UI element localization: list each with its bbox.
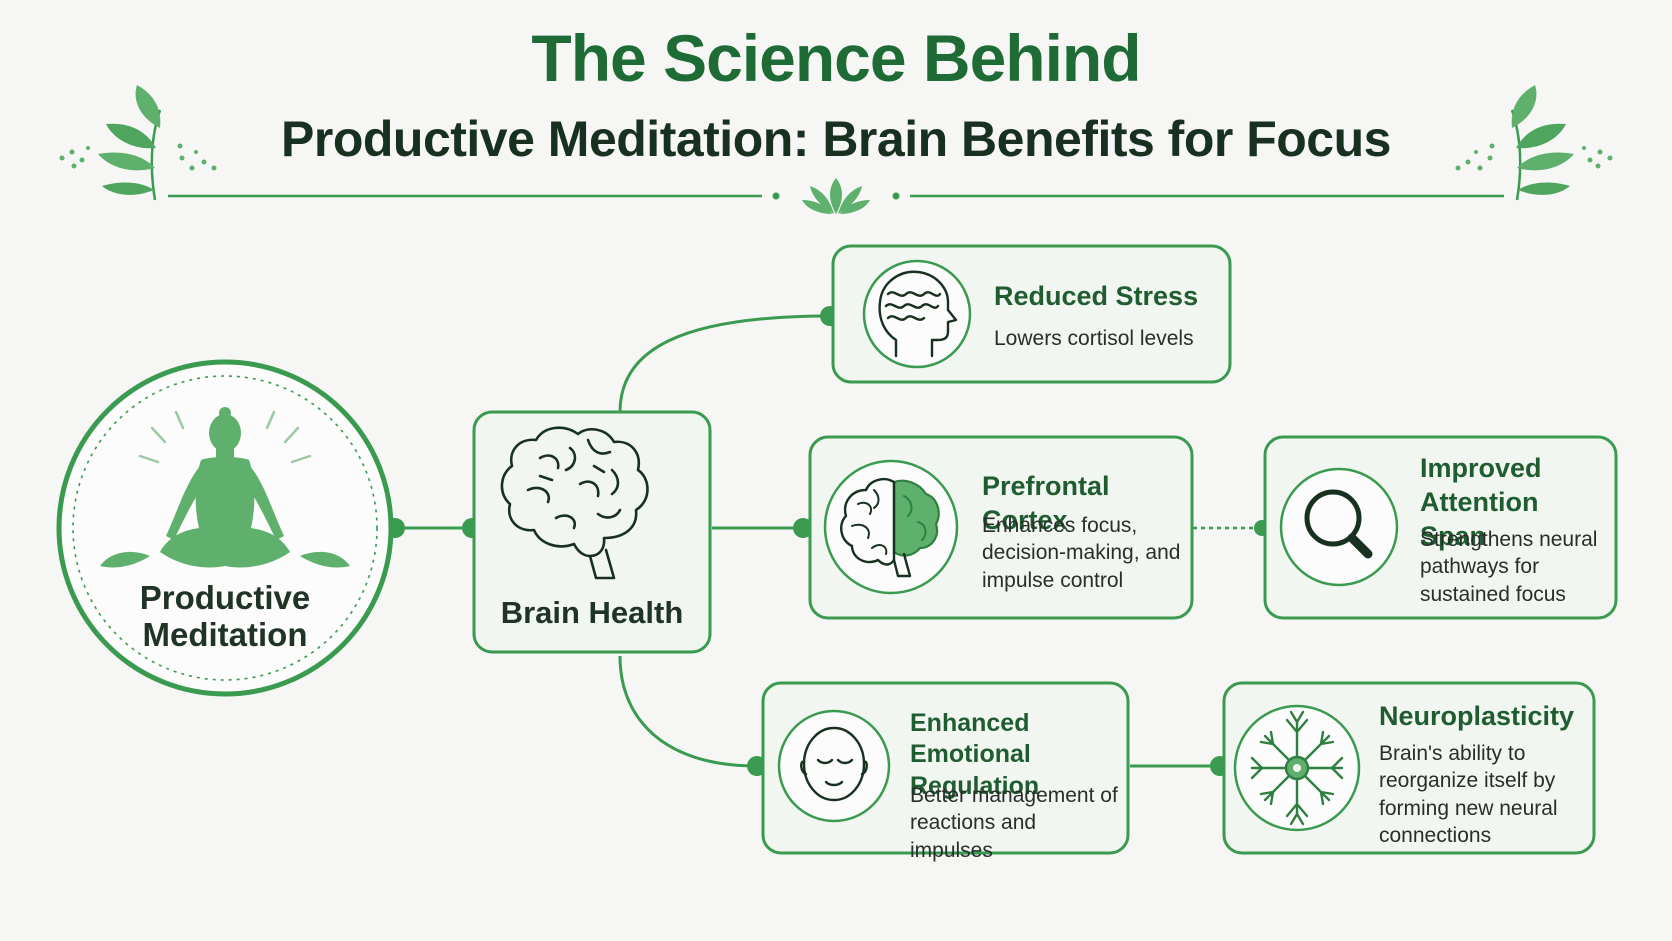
brain-icon (500, 426, 649, 580)
prefrontal-cortex-title: Prefrontal Cortex (982, 471, 1110, 535)
meditation-label: Productive Meditation (139, 579, 311, 653)
reduced-stress-description: Lowers cortisol levels (994, 327, 1194, 350)
brain-health-label: Brain Health (500, 595, 684, 630)
connectors (395, 314, 1262, 768)
emotional-regulation-title: Enhanced Emotional Regulation (910, 709, 1040, 800)
leaf-sprig-left-icon (59, 85, 217, 201)
reduced-stress-title: Reduced Stress (994, 281, 1199, 311)
meditating-person-icon (100, 407, 350, 568)
lotus-icon (802, 178, 870, 214)
emotional-regulation-description: Better management of reactions and impul… (910, 784, 1118, 862)
attention-span-title: Improved Attention Span (1420, 453, 1542, 551)
page-title: The Science Behind (531, 21, 1141, 95)
leaf-sprig-right-icon (1455, 85, 1613, 201)
brain-health-node (472, 410, 712, 654)
calm-face-icon (800, 726, 868, 802)
header-divider (168, 192, 1504, 200)
attention-span-description: Strengthens neural pathways for sustaine… (1420, 528, 1598, 606)
brain-highlight-icon (840, 478, 940, 578)
neuroplasticity-description: Brain's ability to reorganize itself by … (1379, 742, 1558, 847)
neuroplasticity-title: Neuroplasticity (1379, 701, 1575, 731)
page-subtitle: Productive Meditation: Brain Benefits fo… (281, 111, 1391, 167)
head-waves-icon (878, 270, 958, 358)
magnifier-icon (1304, 489, 1373, 559)
prefrontal-cortex-description: Enhances focus, decision-making, and imp… (982, 514, 1181, 592)
neuron-icon (1250, 710, 1344, 826)
